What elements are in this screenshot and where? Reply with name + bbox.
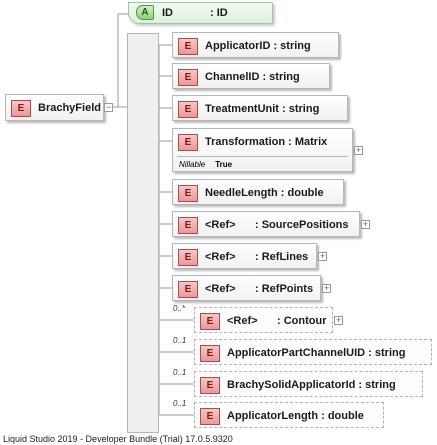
element-name: ApplicatorPartChannelUID : string xyxy=(227,347,406,359)
element-name: BrachySolidApplicatorId : string xyxy=(227,379,396,391)
cardinality-label: 0..* xyxy=(173,304,186,313)
element-icon: E xyxy=(11,100,31,117)
footer-watermark: Liquid Studio 2019 - Developer Bundle (T… xyxy=(3,434,233,444)
collapse-toggle[interactable]: − xyxy=(104,102,113,112)
element-name: NeedleLength : double xyxy=(205,187,324,199)
element-ref-reflines[interactable]: E <Ref> : RefLines xyxy=(172,243,317,269)
root-element-name: BrachyField xyxy=(38,102,101,114)
element-icon: E xyxy=(178,101,198,118)
ref-target: : RefPoints xyxy=(255,283,314,295)
element-channelid[interactable]: E ChannelID : string xyxy=(172,63,330,89)
element-icon: E xyxy=(178,134,198,151)
attribute-type: : ID xyxy=(210,7,228,19)
cardinality-label: 0..1 xyxy=(173,336,187,345)
element-name: ChannelID : string xyxy=(205,71,300,83)
element-icon: E xyxy=(178,217,198,234)
expand-toggle[interactable]: + xyxy=(318,251,327,261)
element-name: <Ref> : SourcePositions xyxy=(205,218,349,232)
element-applicatorpartchanneluid[interactable]: E ApplicatorPartChannelUID : string xyxy=(194,339,432,365)
element-needlelength[interactable]: E NeedleLength : double xyxy=(172,179,344,205)
cardinality-label: 0..1 xyxy=(173,368,187,377)
nillable-row: Nillable True xyxy=(179,160,232,169)
element-applicatorid[interactable]: E ApplicatorID : string xyxy=(172,32,339,58)
element-icon: E xyxy=(178,281,198,298)
ref-target: : SourcePositions xyxy=(255,219,349,231)
element-name: <Ref> : Contour xyxy=(227,314,326,328)
element-name: Transformation : Matrix xyxy=(205,136,328,148)
expand-toggle[interactable]: + xyxy=(334,315,343,325)
element-name: <Ref> : RefLines xyxy=(205,250,308,264)
element-icon: E xyxy=(200,377,220,394)
attribute-id[interactable]: A ID : ID xyxy=(128,2,273,24)
ref-keyword: <Ref> xyxy=(205,219,236,231)
element-icon: E xyxy=(178,69,198,86)
element-brachysolidapplicatorid[interactable]: E BrachySolidApplicatorId : string xyxy=(194,371,423,397)
root-element-brachyfield[interactable]: E BrachyField xyxy=(5,94,104,121)
element-transformation[interactable]: E Transformation : Matrix Nillable True xyxy=(172,128,353,172)
element-name: ApplicatorLength : double xyxy=(227,410,364,422)
expand-toggle[interactable]: + xyxy=(354,145,363,155)
element-applicatorlength[interactable]: E ApplicatorLength : double xyxy=(194,402,384,428)
element-name: TreatmentUnit : string xyxy=(205,103,320,115)
element-treatmentunit[interactable]: E TreatmentUnit : string xyxy=(172,95,348,121)
nillable-label: Nillable xyxy=(179,160,206,169)
ref-keyword: <Ref> xyxy=(205,251,236,263)
ref-keyword: <Ref> xyxy=(205,283,236,295)
nillable-divider xyxy=(177,156,348,157)
cardinality-label: 0..1 xyxy=(173,399,187,408)
element-ref-sourcepositions[interactable]: E <Ref> : SourcePositions xyxy=(172,211,360,237)
element-icon: E xyxy=(178,249,198,266)
ref-keyword: <Ref> xyxy=(227,315,258,327)
attribute-icon: A xyxy=(136,5,154,20)
element-ref-refpoints[interactable]: E <Ref> : RefPoints xyxy=(172,275,321,301)
ref-target: : RefLines xyxy=(255,251,309,263)
sequence-group[interactable] xyxy=(127,33,159,433)
element-name: ApplicatorID : string xyxy=(205,40,311,52)
element-ref-contour[interactable]: E <Ref> : Contour xyxy=(194,307,333,333)
element-icon: E xyxy=(178,185,198,202)
ref-target: : Contour xyxy=(277,315,327,327)
element-icon: E xyxy=(200,345,220,362)
attribute-name: ID xyxy=(162,7,173,19)
element-icon: E xyxy=(200,408,220,425)
nillable-value: True xyxy=(215,160,233,169)
element-name: <Ref> : RefPoints xyxy=(205,282,313,296)
expand-toggle[interactable]: + xyxy=(322,283,331,293)
element-icon: E xyxy=(200,313,220,330)
expand-toggle[interactable]: + xyxy=(361,219,370,229)
element-icon: E xyxy=(178,38,198,55)
